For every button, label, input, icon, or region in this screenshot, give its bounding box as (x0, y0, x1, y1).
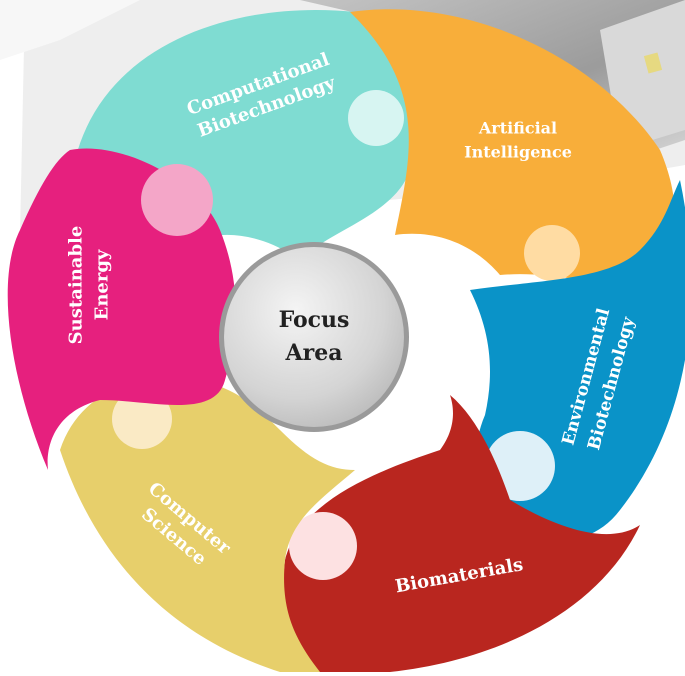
label-artificial-intelligence-line-1: Artificial (478, 119, 557, 138)
label-artificial-intelligence-line-2: Intelligence (464, 143, 572, 162)
dot-biomaterials (289, 512, 357, 580)
petal-computer-science (60, 377, 355, 672)
dot-computational-biotechnology (348, 90, 404, 146)
label-sustainable-energy-line-1: Sustainable (65, 226, 86, 345)
center-title-line-2: Area (285, 340, 343, 366)
dot-artificial-intelligence (524, 225, 580, 281)
dot-sustainable-energy (141, 164, 213, 236)
petal-artificial-intelligence (350, 9, 675, 283)
segment-biomaterials: Biomaterials (283, 395, 640, 672)
center-hub: Focus Area (219, 242, 409, 432)
petal-biomaterials (283, 395, 640, 672)
label-sustainable-energy-line-2: Energy (91, 249, 112, 320)
center-title-line-1: Focus (279, 307, 350, 333)
